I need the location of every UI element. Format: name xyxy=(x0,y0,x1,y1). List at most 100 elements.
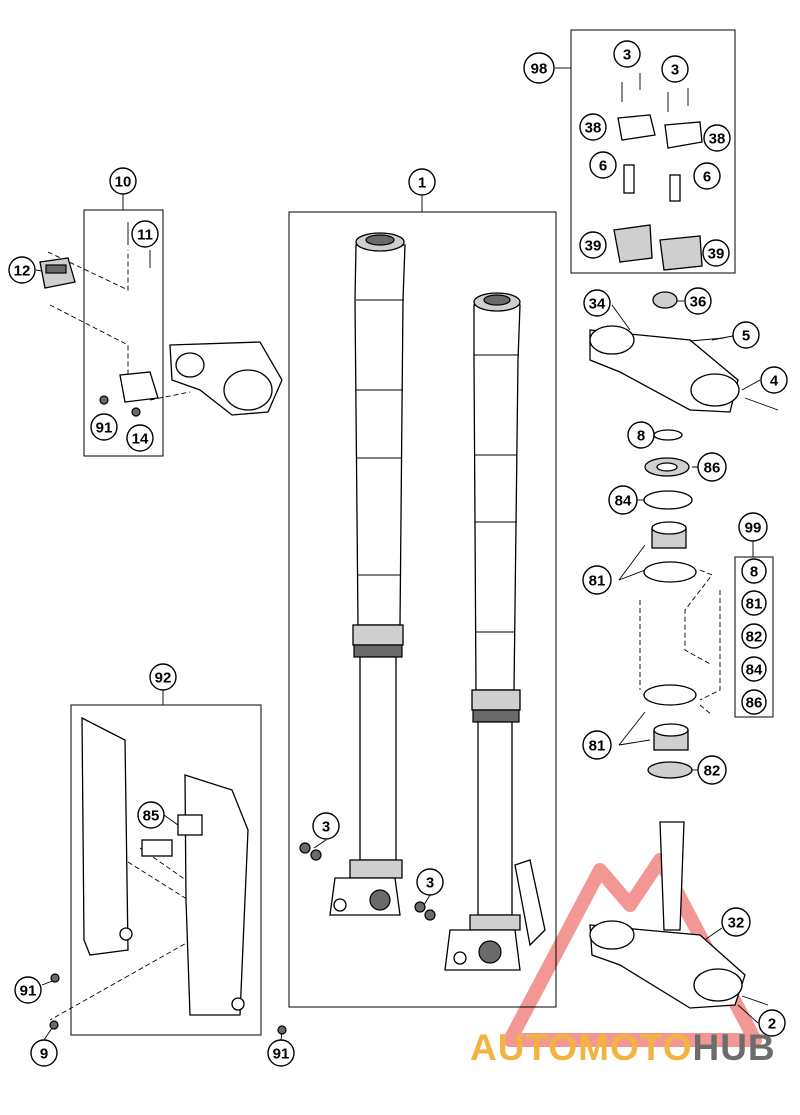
callout-6-a: 6 xyxy=(589,151,617,179)
callout-3-a: 3 xyxy=(613,40,641,68)
callout-12: 12 xyxy=(8,256,36,284)
lower-triple-clamp xyxy=(589,821,769,1009)
svg-text:8: 8 xyxy=(637,428,645,445)
kit-frame-99 xyxy=(734,556,774,718)
callout-10: 10 xyxy=(109,167,137,195)
callout-82-a: 82 xyxy=(697,755,727,785)
group-frame-1 xyxy=(288,211,557,1008)
svg-text:38: 38 xyxy=(585,120,602,137)
callout-36: 36 xyxy=(684,287,712,315)
callout-91-left: 91 xyxy=(14,976,42,1004)
fork-guards xyxy=(49,716,287,1035)
callout-86-a: 86 xyxy=(697,452,727,482)
svg-text:5: 5 xyxy=(742,328,750,345)
kit99-item-81: 81 xyxy=(741,590,767,616)
handlebar-mount-assembly xyxy=(39,222,283,417)
callout-91-top: 91 xyxy=(90,413,118,441)
fork-leg-right xyxy=(444,292,546,971)
callout-14: 14 xyxy=(126,424,154,452)
svg-text:32: 32 xyxy=(728,915,745,932)
callout-5: 5 xyxy=(732,321,760,349)
svg-text:9: 9 xyxy=(40,1046,48,1063)
svg-text:3: 3 xyxy=(671,62,679,79)
svg-text:39: 39 xyxy=(708,246,725,263)
callout-9: 9 xyxy=(30,1039,58,1067)
svg-text:99: 99 xyxy=(745,520,762,537)
svg-text:98: 98 xyxy=(531,61,548,78)
callout-3-c: 3 xyxy=(312,812,340,840)
callout-8-a: 8 xyxy=(627,421,655,449)
svg-text:82: 82 xyxy=(704,763,721,780)
svg-text:1: 1 xyxy=(418,175,426,192)
watermark-hub: HUB xyxy=(692,1027,776,1068)
svg-text:3: 3 xyxy=(426,875,434,892)
callout-4: 4 xyxy=(760,366,788,394)
callout-81-a: 81 xyxy=(582,565,612,595)
svg-text:86: 86 xyxy=(704,460,721,477)
callout-3-d: 3 xyxy=(416,868,444,896)
svg-text:86: 86 xyxy=(746,695,763,712)
svg-text:3: 3 xyxy=(322,819,330,836)
steering-bearing-stack xyxy=(643,429,697,779)
watermark-moto: MOTO xyxy=(578,1027,693,1068)
svg-text:6: 6 xyxy=(703,169,711,186)
callout-84-a: 84 xyxy=(608,485,638,515)
svg-text:14: 14 xyxy=(132,431,149,448)
svg-text:85: 85 xyxy=(143,808,160,825)
svg-text:12: 12 xyxy=(14,263,31,280)
callout-6-b: 6 xyxy=(693,162,721,190)
callout-38-b: 38 xyxy=(703,124,731,152)
group-frame-98 xyxy=(570,29,736,274)
callout-39-a: 39 xyxy=(579,231,607,259)
callout-99: 99 xyxy=(738,512,768,542)
svg-text:82: 82 xyxy=(746,629,763,646)
svg-text:91: 91 xyxy=(96,420,113,437)
callout-92: 92 xyxy=(149,663,177,691)
svg-text:39: 39 xyxy=(585,238,602,255)
callout-3-b: 3 xyxy=(661,55,689,83)
callout-98: 98 xyxy=(523,52,555,84)
handlebar-clamp-hardware xyxy=(613,73,703,271)
callout-32: 32 xyxy=(721,907,751,937)
callout-38-a: 38 xyxy=(579,113,607,141)
svg-text:81: 81 xyxy=(589,573,606,590)
svg-text:81: 81 xyxy=(746,596,763,613)
kit99-item-82: 82 xyxy=(741,623,767,649)
svg-text:91: 91 xyxy=(273,1046,290,1063)
callout-81-b: 81 xyxy=(582,730,612,760)
kit99-item-86: 86 xyxy=(741,689,767,715)
fork-leg-left xyxy=(329,232,406,916)
fork-pinch-bolts xyxy=(299,842,436,921)
svg-text:2: 2 xyxy=(768,1016,776,1033)
svg-text:10: 10 xyxy=(115,174,132,191)
upper-triple-clamp xyxy=(589,291,779,413)
kit99-item-8: 8 xyxy=(741,558,767,584)
watermark-wordmark: AUTOMOTOHUB xyxy=(470,1027,776,1069)
svg-text:84: 84 xyxy=(746,662,763,679)
assembly-dash-lines xyxy=(47,250,721,1021)
group-frame-92 xyxy=(70,704,262,1036)
group-frame-10 xyxy=(83,209,164,457)
svg-text:92: 92 xyxy=(155,670,172,687)
callout-85: 85 xyxy=(137,801,165,829)
callout-1: 1 xyxy=(408,168,436,196)
kit99-item-84: 84 xyxy=(741,656,767,682)
svg-text:91: 91 xyxy=(20,983,37,1000)
svg-text:38: 38 xyxy=(709,131,726,148)
callout-39-b: 39 xyxy=(702,239,730,267)
svg-text:11: 11 xyxy=(137,227,153,244)
watermark-auto: AUTO xyxy=(470,1027,579,1068)
svg-text:36: 36 xyxy=(690,294,707,311)
svg-text:4: 4 xyxy=(770,373,779,390)
callout-91-bottom: 91 xyxy=(267,1039,295,1067)
watermark-logo-triangle xyxy=(503,853,762,1047)
svg-text:34: 34 xyxy=(589,296,606,313)
svg-text:3: 3 xyxy=(623,47,631,64)
svg-text:81: 81 xyxy=(589,738,606,755)
callout-2: 2 xyxy=(758,1009,786,1037)
svg-text:84: 84 xyxy=(615,493,632,510)
callout-11: 11 xyxy=(131,220,159,248)
svg-text:6: 6 xyxy=(599,158,607,175)
svg-text:8: 8 xyxy=(750,564,758,581)
